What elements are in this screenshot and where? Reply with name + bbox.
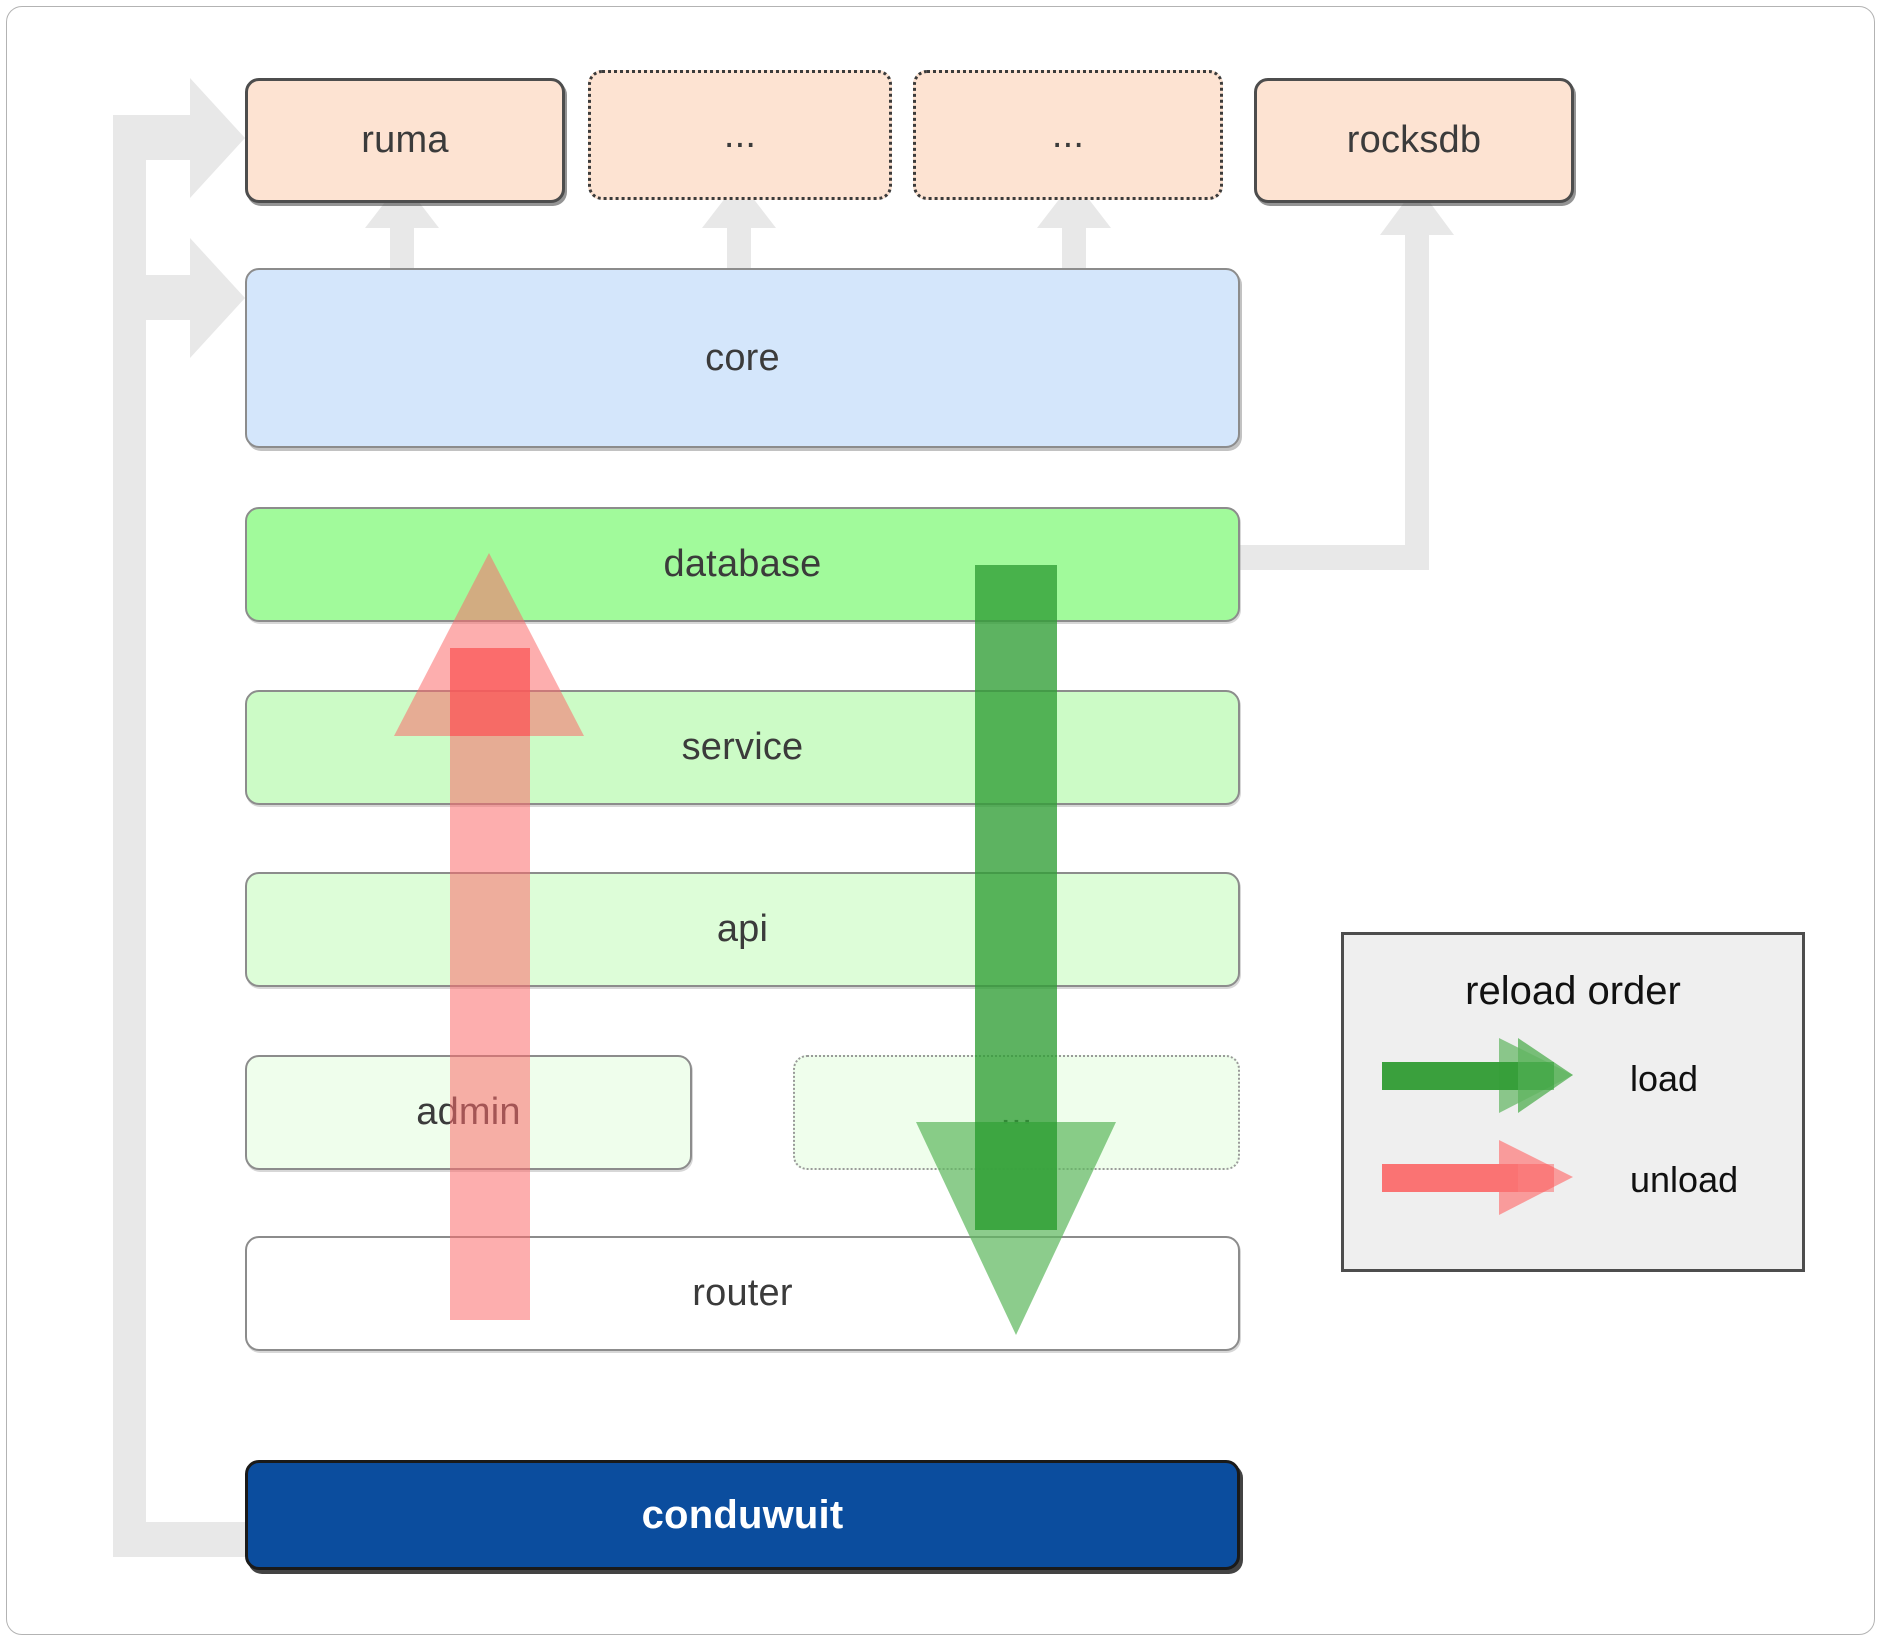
node-dep-1-label: ...	[723, 113, 757, 156]
node-core[interactable]: core	[245, 268, 1240, 448]
node-admin[interactable]: admin	[245, 1055, 692, 1170]
node-dep-2[interactable]: ...	[913, 70, 1223, 200]
node-service-label: service	[681, 726, 804, 768]
node-more[interactable]: ...	[793, 1055, 1240, 1170]
node-dep-2-label: ...	[1051, 113, 1085, 156]
node-rocksdb-label: rocksdb	[1346, 119, 1482, 161]
node-dep-1[interactable]: ...	[588, 70, 892, 200]
node-api-label: api	[716, 908, 769, 950]
node-api[interactable]: api	[245, 872, 1240, 987]
node-ruma[interactable]: ruma	[245, 78, 565, 203]
node-database[interactable]: database	[245, 507, 1240, 622]
legend-panel: reload order load unload	[1341, 932, 1805, 1272]
node-database-label: database	[663, 543, 822, 585]
legend-label-load: load	[1630, 1058, 1699, 1099]
node-core-label: core	[705, 336, 780, 379]
node-router-label: router	[692, 1272, 793, 1314]
legend-title: reload order	[1465, 969, 1681, 1013]
diagram-frame	[6, 6, 1875, 1635]
node-ruma-label: ruma	[361, 119, 449, 161]
legend-label-unload: unload	[1630, 1159, 1739, 1200]
node-conduwuit[interactable]: conduwuit	[245, 1460, 1240, 1570]
node-more-label: ...	[1000, 1091, 1033, 1133]
node-conduwuit-label: conduwuit	[641, 1492, 844, 1537]
node-service[interactable]: service	[245, 690, 1240, 805]
node-admin-label: admin	[416, 1091, 521, 1133]
node-rocksdb[interactable]: rocksdb	[1254, 78, 1574, 203]
node-router[interactable]: router	[245, 1236, 1240, 1351]
